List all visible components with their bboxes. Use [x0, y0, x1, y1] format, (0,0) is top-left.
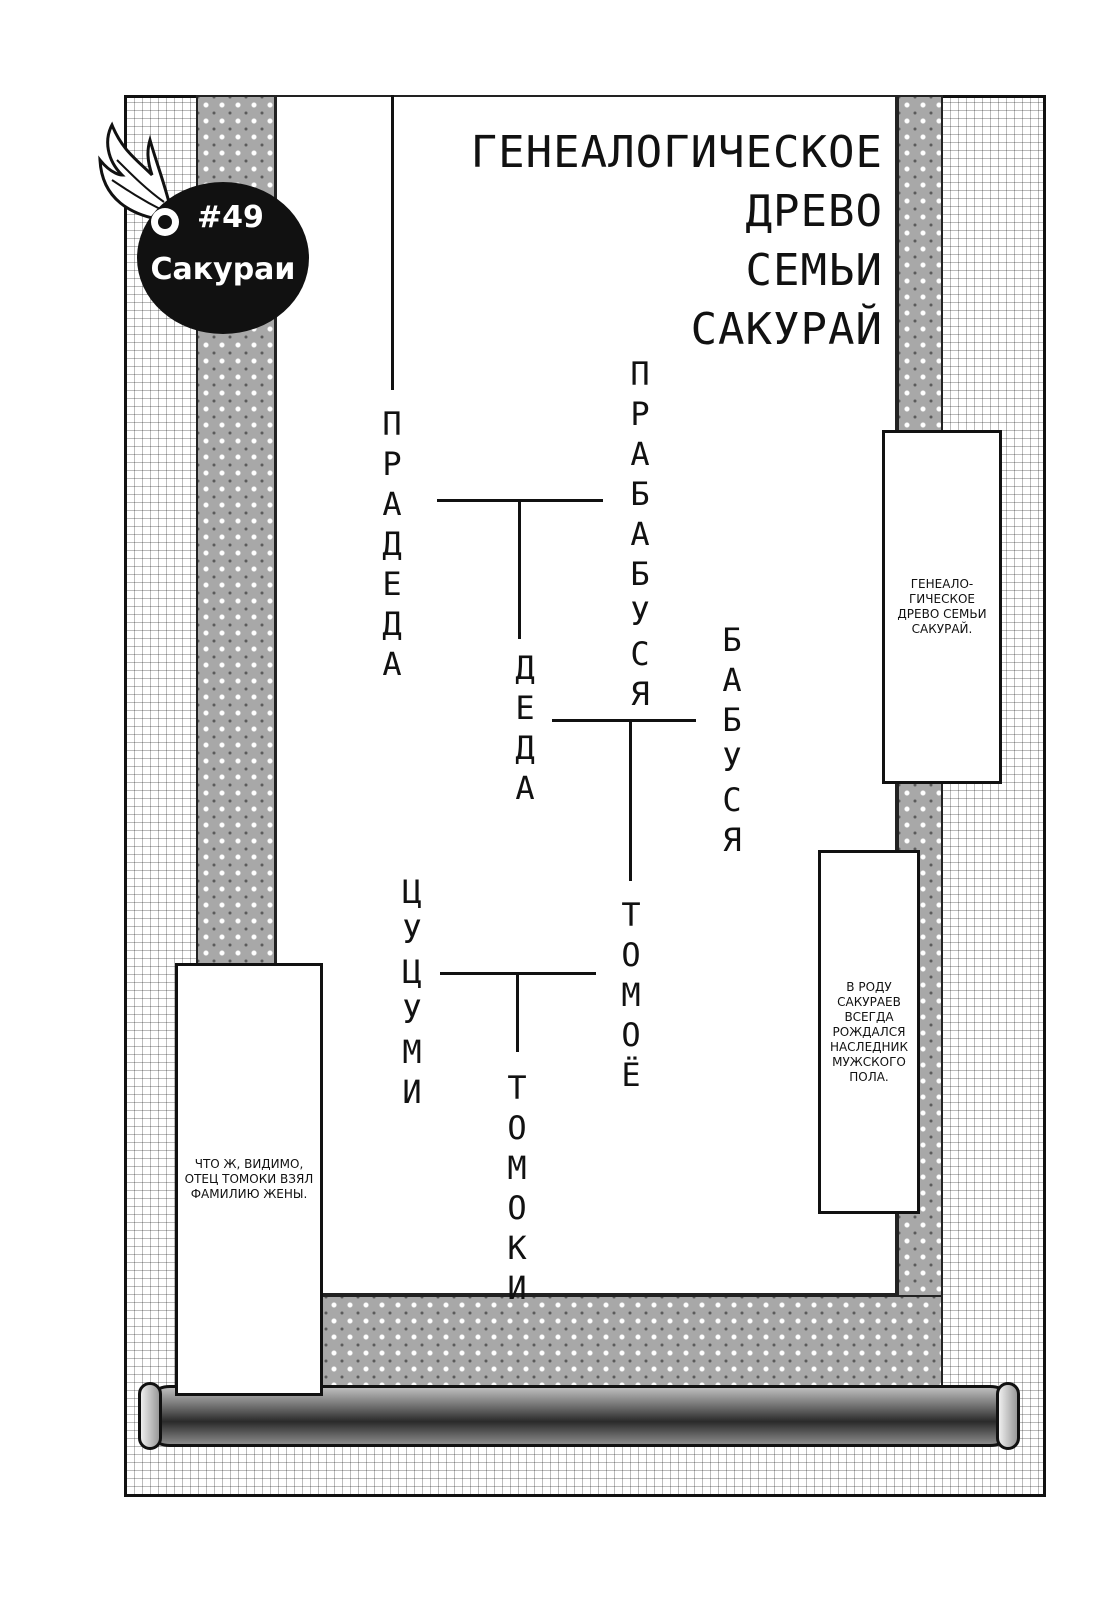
caption-box-left-bottom: Что ж, видимо, отец Томоки взял фамилию …: [175, 963, 323, 1396]
tree-stem-gen1: [518, 499, 521, 639]
chapter-name: Сакураи: [150, 252, 296, 287]
scroll-rod-cap-left: [138, 1382, 162, 1450]
caption-box-right-mid: В роду Сакураев всегда рождался наследни…: [818, 850, 920, 1214]
tree-link-gen2: [552, 719, 696, 722]
title-line-1: Генеалогическое: [470, 127, 883, 178]
ring-icon: [151, 208, 179, 236]
scroll-string: [391, 95, 394, 390]
page-title: Генеалогическое древо семьи Сакурай: [405, 123, 883, 359]
scroll-paper: [275, 95, 897, 1295]
caption-box-right-top: Генеало-гическое древо семьи Сакурай.: [882, 430, 1002, 784]
title-line-2: древо: [745, 186, 883, 237]
title-line-4: Сакурай: [690, 304, 883, 355]
tree-stem-gen3: [516, 972, 519, 1052]
chapter-number: #49: [197, 200, 264, 235]
scroll-rod-cap-right: [996, 1382, 1020, 1450]
chapter-badge: #49 Сакураи: [137, 182, 309, 334]
title-line-3: семьи: [745, 245, 883, 296]
tree-stem-gen2: [629, 719, 632, 881]
wing-icon: [98, 121, 174, 222]
